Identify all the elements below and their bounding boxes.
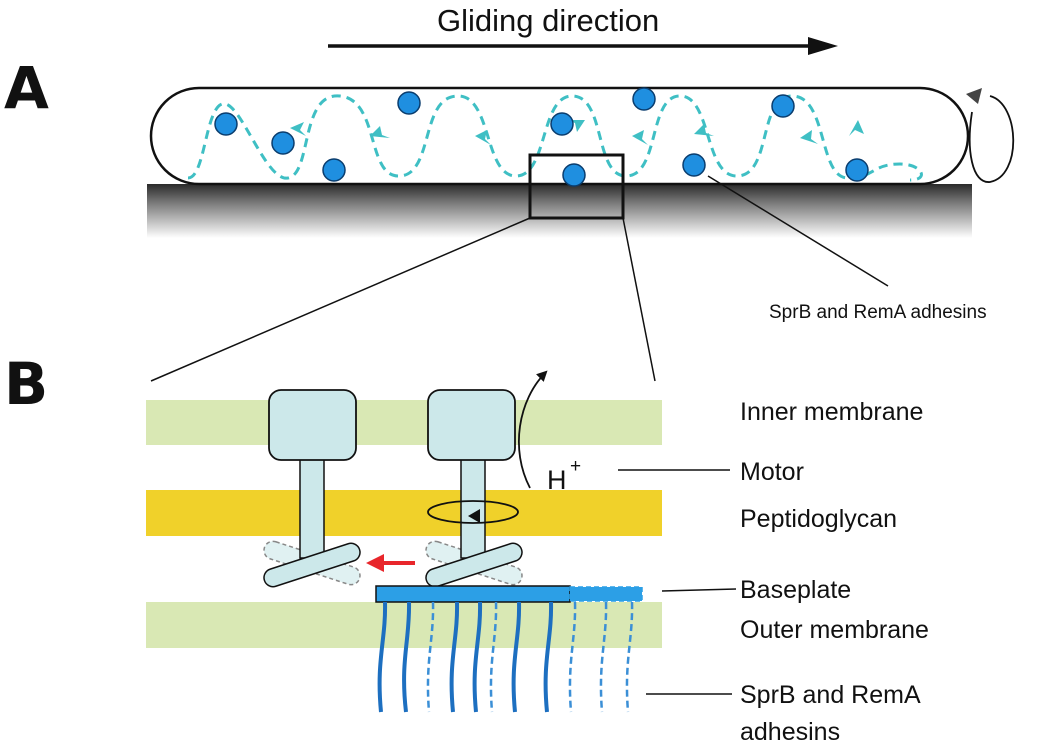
- proton-flow-arrow: [518, 370, 548, 489]
- adhesin-dot: [632, 87, 656, 111]
- adhesin-dot: [562, 163, 586, 187]
- label-adhesins-line2: adhesins: [740, 718, 840, 746]
- baseplate-ghost: [569, 586, 643, 602]
- adhesin-filaments-ghost: [426, 601, 634, 713]
- adhesin-dot: [322, 158, 346, 182]
- adhesin-dots: [214, 87, 869, 187]
- adhesin-dot: [771, 94, 795, 118]
- gliding-direction-arrow: [328, 37, 838, 55]
- label-motor: Motor: [740, 458, 804, 486]
- panel-a-letter: A: [4, 54, 49, 122]
- adhesin-dot: [682, 153, 706, 177]
- track-arrowheads: [290, 120, 864, 145]
- adhesin-dot: [845, 158, 869, 182]
- substrate-surface: [147, 184, 972, 238]
- zoom-box: [528, 153, 625, 220]
- zoom-line-left: [150, 217, 531, 382]
- motor-right: [425, 389, 523, 588]
- adhesin-callout-label: SprB and RemA adhesins: [769, 302, 987, 323]
- proton-symbol: H: [547, 465, 567, 495]
- adhesin-filaments: [377, 601, 554, 713]
- baseplate-leader-line: [661, 588, 737, 592]
- proton-charge: +: [570, 456, 581, 477]
- cell-body: [149, 86, 970, 186]
- adhesin-dot: [271, 131, 295, 155]
- label-outer-membrane: Outer membrane: [740, 616, 929, 644]
- baseplate: [375, 585, 571, 603]
- panel-b: B H +: [4, 350, 929, 746]
- rotation-arrow-icon: [966, 88, 1015, 183]
- movement-arrow-red: [366, 554, 415, 572]
- peptidoglycan-band: [146, 490, 662, 536]
- label-baseplate: Baseplate: [740, 576, 851, 604]
- label-inner-membrane: Inner membrane: [740, 398, 923, 426]
- zoom-line-right: [622, 217, 656, 382]
- outer-membrane-band: [146, 602, 662, 648]
- adhesin-callout-line: [707, 175, 889, 287]
- gliding-direction-label: Gliding direction: [437, 3, 659, 38]
- label-peptidoglycan: Peptidoglycan: [740, 505, 897, 533]
- shaft-rotation-icon: [427, 500, 519, 524]
- adhesin-dot: [397, 91, 421, 115]
- label-adhesins-line1: SprB and RemA: [740, 681, 921, 709]
- adhesin-dot: [550, 112, 574, 136]
- inner-membrane-band: [146, 400, 662, 445]
- adhesin-dot: [214, 112, 238, 136]
- panel-a: A Gliding direction: [4, 3, 1015, 382]
- motor-left: [263, 389, 361, 588]
- panel-b-letter: B: [4, 350, 48, 418]
